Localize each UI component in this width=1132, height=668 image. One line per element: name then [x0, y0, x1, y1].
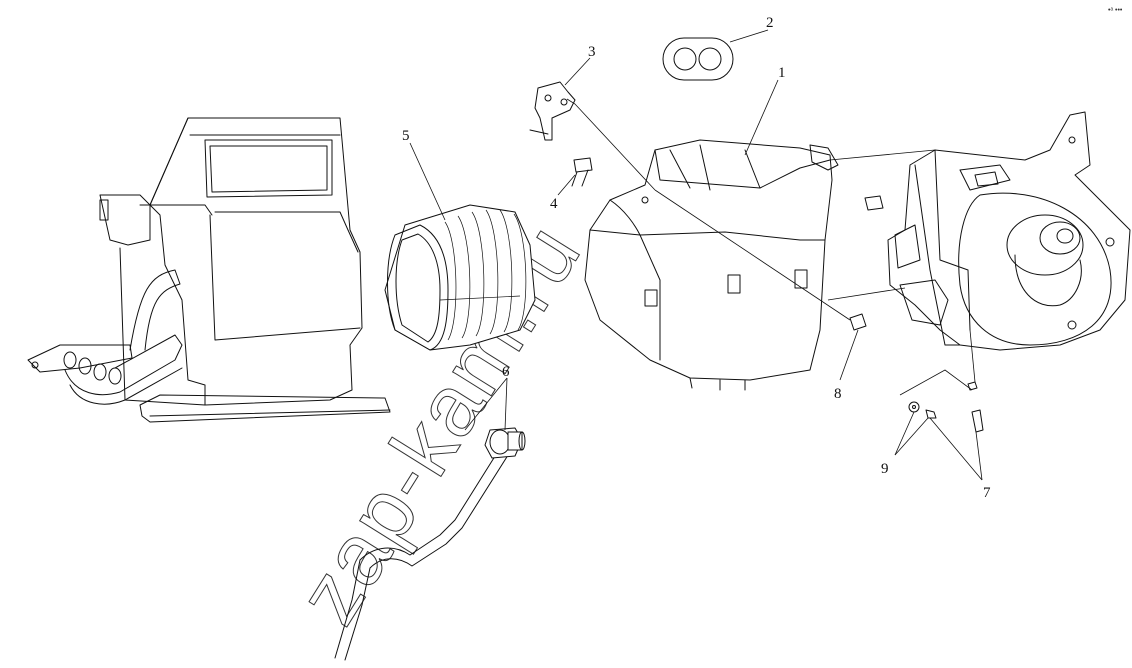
callout-8: 8	[834, 386, 842, 402]
callout-1: 1	[778, 65, 786, 81]
bolt	[571, 157, 593, 187]
callout-3: 3	[588, 44, 596, 60]
callout-9: 9	[881, 461, 889, 477]
evaporator-case	[584, 139, 839, 391]
nut	[849, 195, 884, 331]
callout-4: 4	[550, 196, 558, 212]
leader-lines	[409, 29, 983, 481]
corner-mark: •ᵃ •••	[1108, 7, 1123, 14]
flexible-duct	[384, 204, 536, 351]
grommet	[662, 37, 734, 81]
drain-tube	[334, 427, 526, 661]
callout-5: 5	[402, 128, 410, 144]
callout-7: 7	[983, 485, 991, 501]
blower-housing	[887, 111, 1131, 351]
callout-6: 6	[502, 364, 510, 380]
callout-2: 2	[766, 15, 774, 31]
callouts: 2 1 3 4 5 6 7 8 9	[402, 15, 991, 501]
mounting-bracket	[529, 81, 576, 141]
heater-core-pipes	[27, 269, 183, 405]
heater-housing	[99, 117, 391, 423]
